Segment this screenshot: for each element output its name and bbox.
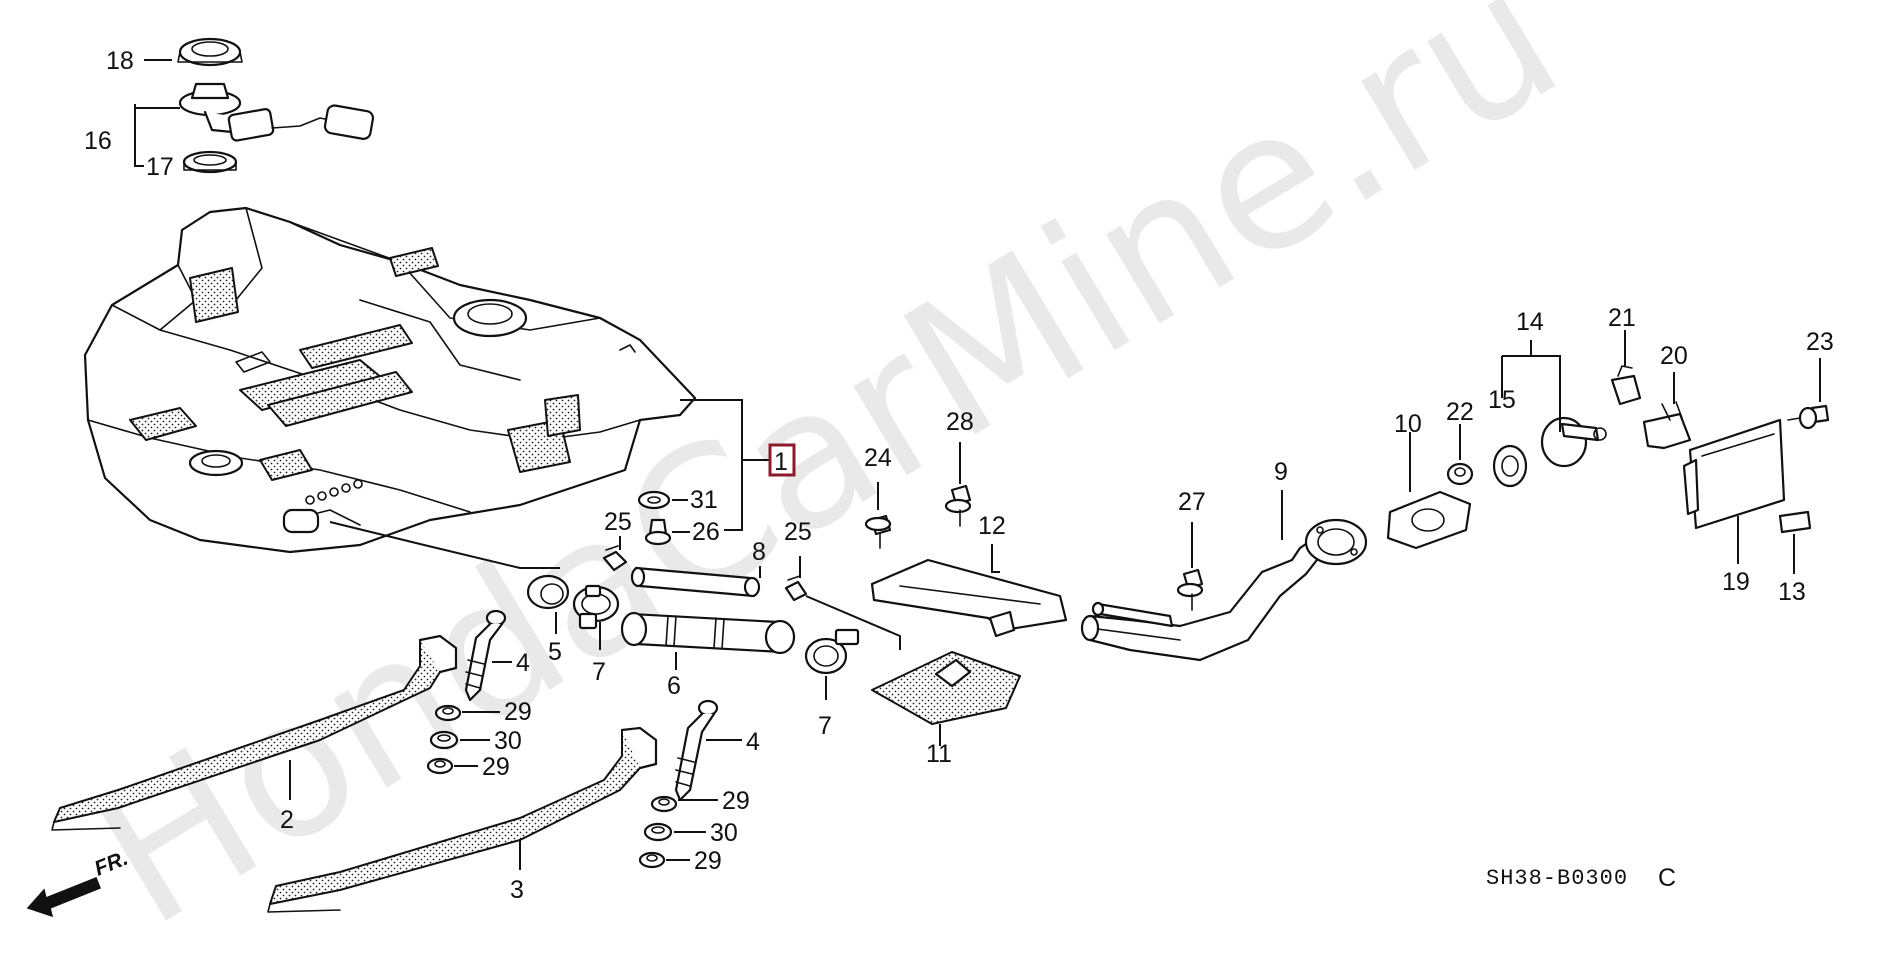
- clip-21[interactable]: [1610, 365, 1642, 406]
- washer-31[interactable]: [637, 490, 671, 510]
- label-part-29c[interactable]: 29: [722, 787, 750, 815]
- label-part-19[interactable]: 19: [1722, 568, 1750, 596]
- label-part-30a[interactable]: 30: [494, 727, 522, 755]
- bolt-27[interactable]: [1176, 568, 1204, 611]
- grommet-22[interactable]: [1446, 462, 1474, 486]
- fuel-lid[interactable]: [1682, 418, 1786, 530]
- label-part-4b[interactable]: 4: [746, 728, 760, 756]
- hose-clamp-a[interactable]: [572, 584, 620, 630]
- label-part-23[interactable]: 23: [1806, 328, 1834, 356]
- fuel-filler-pipe[interactable]: [1080, 518, 1368, 662]
- label-part-29b[interactable]: 29: [482, 753, 510, 781]
- label-part-26[interactable]: 26: [692, 518, 720, 546]
- label-part-9[interactable]: 9: [1274, 458, 1288, 486]
- front-arrow-icon: [26, 877, 101, 918]
- label-part-2[interactable]: 2: [280, 806, 294, 834]
- label-part-29a[interactable]: 29: [504, 698, 532, 726]
- bolt-24[interactable]: [864, 514, 892, 549]
- clip-25-b[interactable]: [784, 575, 808, 602]
- nut-29-a[interactable]: [434, 704, 462, 722]
- nut-29-b[interactable]: [426, 757, 454, 775]
- cap-seal-15[interactable]: [1492, 444, 1528, 488]
- strap-bolt-front[interactable]: [464, 609, 507, 702]
- tank-strap-front[interactable]: [51, 634, 458, 831]
- label-part-20[interactable]: 20: [1660, 342, 1688, 370]
- label-part-7b[interactable]: 7: [818, 712, 832, 740]
- label-part-25a[interactable]: 25: [604, 508, 632, 536]
- label-part-6[interactable]: 6: [667, 672, 681, 700]
- filler-hose[interactable]: [620, 611, 796, 655]
- label-part-14[interactable]: 14: [1516, 308, 1544, 336]
- filler-grommet[interactable]: [526, 574, 570, 610]
- label-part-24[interactable]: 24: [864, 444, 892, 472]
- label-part-27[interactable]: 27: [1178, 488, 1206, 516]
- lid-hinge-20[interactable]: [1642, 401, 1692, 450]
- washer-30-b[interactable]: [643, 822, 673, 842]
- pump-cover-ring[interactable]: [177, 37, 243, 67]
- label-part-16[interactable]: 16: [84, 127, 112, 155]
- fuel-tank[interactable]: [83, 206, 697, 554]
- filler-neck-flange[interactable]: [1386, 490, 1472, 550]
- label-part-18[interactable]: 18: [106, 47, 134, 75]
- diagram-code: SH38-B0300: [1486, 866, 1628, 891]
- highlighted-part-box: [768, 443, 796, 477]
- pump-gasket[interactable]: [182, 150, 238, 174]
- label-part-5[interactable]: 5: [548, 638, 562, 666]
- label-part-22[interactable]: 22: [1446, 398, 1474, 426]
- clip-25-a[interactable]: [602, 545, 628, 572]
- label-part-17[interactable]: 17: [146, 153, 174, 181]
- bolt-23[interactable]: [1787, 404, 1830, 430]
- label-part-31[interactable]: 31: [690, 486, 718, 514]
- filler-cover-plate[interactable]: [871, 651, 1021, 725]
- fuel-pump-sending-unit[interactable]: [178, 82, 375, 142]
- washer-30-a[interactable]: [429, 730, 459, 750]
- label-part-30b[interactable]: 30: [710, 819, 738, 847]
- label-part-4a[interactable]: 4: [516, 649, 530, 677]
- label-part-15[interactable]: 15: [1488, 386, 1516, 414]
- breather-hose[interactable]: [630, 566, 761, 598]
- label-part-8[interactable]: 8: [752, 538, 766, 566]
- label-part-3[interactable]: 3: [510, 876, 524, 904]
- strap-bolt-rear[interactable]: [674, 699, 719, 802]
- label-part-10[interactable]: 10: [1394, 410, 1422, 438]
- label-part-13[interactable]: 13: [1778, 578, 1806, 606]
- bolt-28[interactable]: [944, 484, 972, 527]
- label-part-28[interactable]: 28: [946, 408, 974, 436]
- label-part-11[interactable]: 11: [926, 740, 952, 768]
- label-part-1[interactable]: 1: [774, 448, 788, 476]
- caution-label-13[interactable]: [1778, 510, 1812, 534]
- nut-29-d[interactable]: [638, 851, 666, 869]
- label-part-29d[interactable]: 29: [694, 847, 722, 875]
- diagram-code-suffix: C: [1658, 864, 1676, 892]
- label-part-21[interactable]: 21: [1608, 304, 1636, 332]
- filler-pipe-bracket[interactable]: [870, 558, 1068, 638]
- nut-29-c[interactable]: [650, 795, 678, 813]
- label-part-12[interactable]: 12: [978, 512, 1006, 540]
- front-direction-arrow: FR.: [26, 847, 131, 918]
- label-part-7a[interactable]: 7: [592, 658, 606, 686]
- label-part-25b[interactable]: 25: [784, 518, 812, 546]
- hose-clamp-b[interactable]: [804, 628, 860, 675]
- fuel-filler-cap[interactable]: [1540, 416, 1607, 468]
